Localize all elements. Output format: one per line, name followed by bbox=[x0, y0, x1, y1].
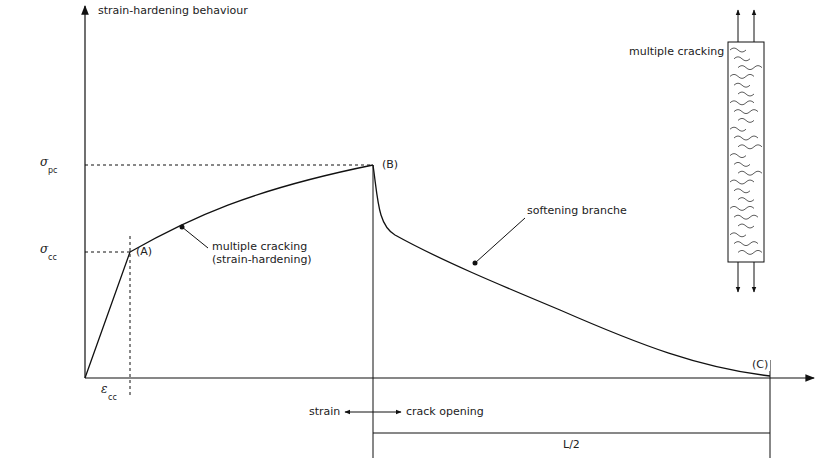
crack-line bbox=[730, 48, 746, 52]
dimension-label: L/2 bbox=[563, 438, 580, 451]
crack-line bbox=[734, 57, 750, 61]
symbol: ε bbox=[101, 383, 107, 396]
callout-text: softening branche bbox=[527, 204, 627, 217]
crack-line bbox=[738, 66, 762, 70]
crack-line bbox=[734, 136, 758, 140]
crack-line bbox=[738, 145, 762, 149]
crack-line bbox=[738, 171, 762, 175]
crack-line bbox=[730, 154, 746, 158]
crack-line bbox=[730, 127, 746, 131]
crack-line bbox=[734, 242, 758, 246]
symbol-subscript: pc bbox=[48, 164, 57, 177]
crack-line bbox=[734, 189, 750, 193]
axis-label: strain bbox=[309, 405, 340, 418]
symbol: σ bbox=[40, 156, 48, 169]
crack-line bbox=[738, 198, 754, 202]
specimen-label: multiple cracking bbox=[629, 45, 724, 58]
crack-line bbox=[738, 118, 754, 122]
crack-line bbox=[734, 83, 750, 87]
crack-line bbox=[734, 162, 750, 166]
crack-line bbox=[738, 250, 762, 254]
crack-line bbox=[738, 92, 754, 96]
point-label: (C) bbox=[750, 358, 770, 371]
axis-title: strain-hardening behaviour bbox=[98, 4, 248, 17]
point-label: (A) bbox=[136, 245, 152, 258]
symbol: σ bbox=[40, 243, 48, 256]
crack-line bbox=[730, 206, 754, 210]
crack-line bbox=[730, 74, 754, 78]
crack-line bbox=[734, 215, 758, 219]
crack-line bbox=[730, 180, 754, 184]
crack-line bbox=[734, 110, 758, 114]
crack-line bbox=[730, 233, 746, 237]
axis-label: crack opening bbox=[406, 405, 484, 418]
crack-line bbox=[730, 101, 754, 105]
point-label: (B) bbox=[382, 158, 398, 171]
callout-text: multiple cracking (strain-hardening) bbox=[212, 240, 322, 266]
crack-line bbox=[738, 224, 754, 228]
symbol-subscript: cc bbox=[48, 251, 57, 264]
symbol-subscript: cc bbox=[108, 391, 117, 404]
